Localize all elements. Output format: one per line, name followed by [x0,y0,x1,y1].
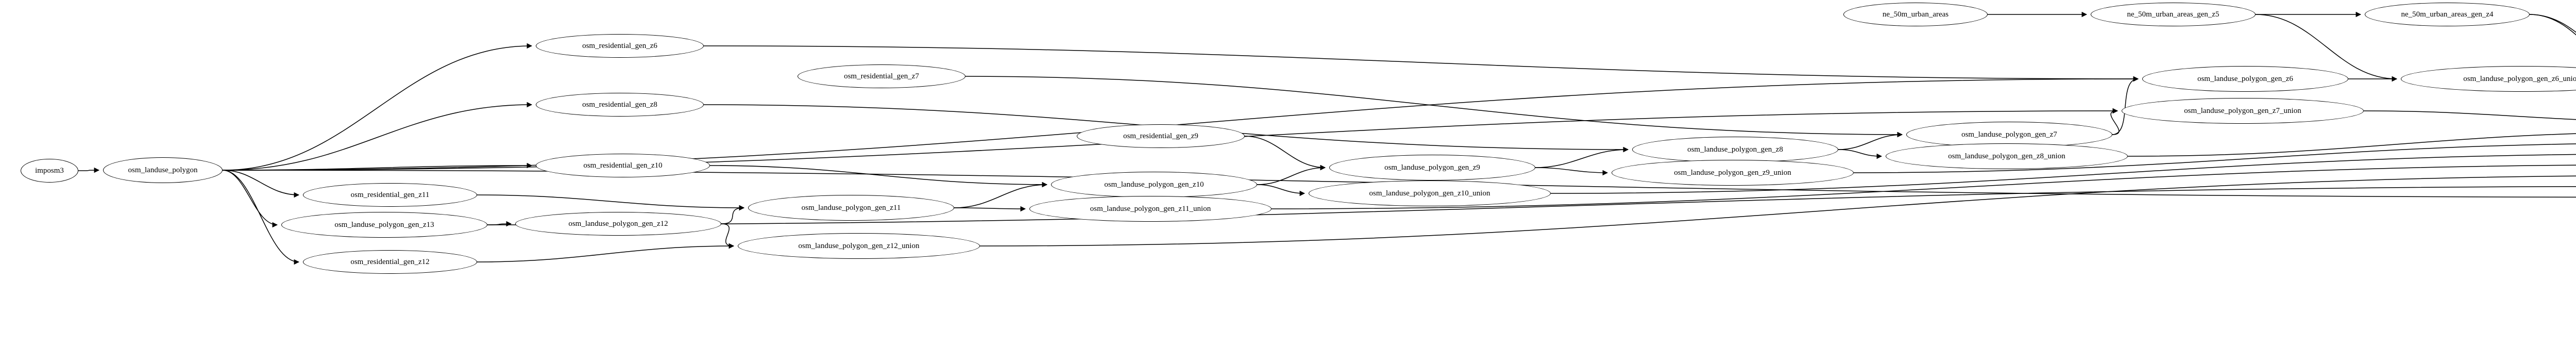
node-label: osm_landuse_polygon_gen_z13 [334,220,434,229]
graph-edge-osm_landuse_polygon_gen_z10_union-to-layer_landuse.z10 [1550,154,2576,194]
node-label: osm_residential_gen_z12 [350,257,430,266]
graph-edge-osm_landuse_polygon_gen_z7-to-osm_landuse_polygon_gen_z6 [2112,76,2139,135]
graph-node-osm_landuse_polygon_gen_z7_union[interactable]: osm_landuse_polygon_gen_z7_union [2122,98,2364,124]
graph-edge-osm_landuse_polygon_gen_z12-to-osm_landuse_polygon_gen_z11 [721,205,745,224]
graph-edge-osm_landuse_polygon_gen_z10-to-osm_landuse_polygon_gen_z9 [1257,164,1326,185]
node-label: osm_landuse_polygon_gen_z7_union [2184,106,2301,115]
graph-edge-osm_landuse_polygon_gen_z9-to-osm_landuse_polygon_gen_z8 [1535,146,1629,168]
graph-edge-osm_residential_gen_z7-to-osm_landuse_polygon_gen_z7 [965,76,1903,138]
graph-node-osm_landuse_polygon_gen_z11_union[interactable]: osm_landuse_polygon_gen_z11_union [1029,196,1272,222]
graph-edge-osm_residential_gen_z10-to-osm_landuse_polygon_gen_z10 [709,165,1048,188]
graph-edge-osm_landuse_polygon-to-osm_residential_gen_z8 [222,102,533,171]
node-label: osm_landuse_polygon_gen_z7 [1961,130,2057,139]
node-label: osm_landuse_polygon_gen_z10_union [1369,189,1490,198]
node-label: osm_residential_gen_z7 [844,72,919,80]
graph-node-osm_landuse_polygon_gen_z10_union[interactable]: osm_landuse_polygon_gen_z10_union [1309,180,1551,206]
graph-edge-osm_landuse_polygon_gen_z8-to-osm_landuse_polygon_gen_z8_union [1838,149,1883,159]
graph-edge-osm_residential_gen_z6-to-osm_landuse_polygon_gen_z6 [703,45,2139,82]
node-label: osm_landuse_polygon_gen_z8 [1687,145,1783,154]
graph-edge-osm_landuse_polygon-to-osm_residential_gen_z11 [222,170,300,198]
graph-edge-osm_landuse_polygon_gen_z13-to-layer_landuse.z13 [487,186,2576,225]
graph-edge-osm_landuse_polygon_gen_z9-to-osm_landuse_polygon_gen_z9_union [1535,167,1608,176]
graph-edge-ne_50m_urban_areas_gen_z4-to-layer_landuse.z5 [2529,14,2576,36]
graph-edge-osm_landuse_polygon_gen_z11-to-osm_landuse_polygon_gen_z10 [954,182,1048,208]
graph-edge-osm_residential_gen_z9-to-osm_landuse_polygon_gen_z9 [1244,136,1326,171]
graph-edge-osm_landuse_polygon-to-osm_residential_gen_z6 [222,43,533,171]
node-label: ne_50m_urban_areas [1882,10,1949,19]
graph-edge-osm_landuse_polygon_gen_z12-to-osm_landuse_polygon_gen_z12_union [721,223,735,249]
graph-node-osm_residential_gen_z6[interactable]: osm_residential_gen_z6 [536,34,704,58]
graph-edge-osm_landuse_polygon_gen_z9_union-to-layer_landuse.z9 [1853,143,2576,173]
graph-edge-osm_landuse_polygon_gen_z7_union-to-layer_landuse.z7 [2363,110,2576,120]
node-label: osm_residential_gen_z10 [583,161,663,170]
graph-edge-osm_landuse_polygon_gen_z10-to-osm_landuse_polygon_gen_z10_union [1257,184,1306,196]
graph-node-osm_residential_gen_z7[interactable]: osm_residential_gen_z7 [798,64,965,88]
graph-node-ne_50m_urban_areas[interactable]: ne_50m_urban_areas [1843,3,1988,26]
graph-edge-osm_landuse_polygon_gen_z8-to-osm_landuse_polygon_gen_z7 [1838,131,1903,150]
node-label: osm_landuse_polygon_gen_z12_union [798,241,920,250]
graph-node-osm_landuse_polygon_gen_z8[interactable]: osm_landuse_polygon_gen_z8 [1632,137,1838,162]
node-label: osm_residential_gen_z9 [1123,131,1198,140]
graph-edge-osm_landuse_polygon_gen_z7-to-osm_landuse_polygon_gen_z7_union [2110,108,2120,135]
graph-node-osm_residential_gen_z12[interactable]: osm_residential_gen_z12 [303,250,477,274]
graph-node-imposm3[interactable]: imposm3 [21,159,78,183]
node-label: imposm3 [35,166,64,175]
graph-node-osm_residential_gen_z9[interactable]: osm_residential_gen_z9 [1077,124,1245,148]
graph-node-osm_residential_gen_z10[interactable]: osm_residential_gen_z10 [536,154,710,177]
node-label: osm_landuse_polygon_gen_z9 [1384,163,1480,172]
graph-edge-osm_landuse_polygon_gen_z11-to-osm_landuse_polygon_gen_z11_union [954,206,1026,212]
node-label: osm_landuse_polygon_gen_z10 [1104,180,1204,189]
graph-node-osm_landuse_polygon_gen_z6[interactable]: osm_landuse_polygon_gen_z6 [2142,66,2348,92]
graph-edge-osm_residential_gen_z12-to-osm_landuse_polygon_gen_z12_union [477,243,735,262]
graph-node-osm_landuse_polygon_gen_z12[interactable]: osm_landuse_polygon_gen_z12 [515,212,721,236]
node-label: osm_landuse_polygon_gen_z12 [568,219,668,228]
graph-edge-osm_landuse_polygon-to-osm_residential_gen_z12 [222,170,300,265]
graph-edge-ne_50m_urban_areas_gen_z4-to-layer_landuse.z4 [2529,14,2576,33]
graph-node-osm_landuse_polygon_gen_z11[interactable]: osm_landuse_polygon_gen_z11 [748,195,954,221]
node-label: osm_landuse_polygon_gen_z8_union [1948,152,2065,160]
node-label: osm_residential_gen_z6 [582,41,657,50]
graph-node-osm_residential_gen_z11[interactable]: osm_residential_gen_z11 [303,183,477,207]
graph-node-osm_landuse_polygon_gen_z13[interactable]: osm_landuse_polygon_gen_z13 [281,212,487,238]
node-label: osm_landuse_polygon_gen_z11 [801,203,901,212]
graph-edge-ne_50m_urban_areas_gen_z5-to-osm_landuse_polygon_gen_z6_union [2255,14,2398,82]
graph-edge-osm_landuse_polygon-to-osm_landuse_polygon_gen_z13 [222,170,278,228]
node-label: osm_landuse_polygon_gen_z6 [2197,74,2293,83]
node-label: osm_landuse_polygon_gen_z6_union [2463,74,2576,83]
node-label: osm_residential_gen_z11 [350,190,430,199]
graph-node-osm_landuse_polygon_gen_z10[interactable]: osm_landuse_polygon_gen_z10 [1051,172,1257,198]
node-label: ne_50m_urban_areas_gen_z5 [2127,10,2219,19]
graph-edge-osm_residential_gen_z11-to-osm_landuse_polygon_gen_z11 [477,194,745,211]
graph-node-osm_landuse_polygon_gen_z9[interactable]: osm_landuse_polygon_gen_z9 [1329,155,1535,180]
graph-node-osm_residential_gen_z8[interactable]: osm_residential_gen_z8 [536,93,704,117]
node-label: osm_residential_gen_z8 [582,100,657,109]
graph-node-osm_landuse_polygon_gen_z7[interactable]: osm_landuse_polygon_gen_z7 [1906,122,2112,147]
graph-node-osm_landuse_polygon[interactable]: osm_landuse_polygon [103,157,223,183]
graph-edge-osm_landuse_polygon_gen_z8_union-to-layer_landuse.z8 [2127,133,2576,157]
graph-node-ne_50m_urban_areas_gen_z4[interactable]: ne_50m_urban_areas_gen_z4 [2365,3,2530,26]
node-label: ne_50m_urban_areas_gen_z4 [2401,10,2494,19]
graph-node-osm_landuse_polygon_gen_z8_union[interactable]: osm_landuse_polygon_gen_z8_union [1886,143,2128,169]
node-label: osm_landuse_polygon [128,166,198,174]
graph-node-osm_landuse_polygon_gen_z9_union[interactable]: osm_landuse_polygon_gen_z9_union [1612,160,1854,186]
graph-node-ne_50m_urban_areas_gen_z5[interactable]: ne_50m_urban_areas_gen_z5 [2091,3,2256,26]
graph-node-osm_landuse_polygon_gen_z12_union[interactable]: osm_landuse_polygon_gen_z12_union [738,233,980,259]
graph-edge-osm_landuse_polygon_gen_z12_union-to-layer_landuse.z12 [979,175,2576,246]
node-label: osm_landuse_polygon_gen_z9_union [1674,168,1791,177]
node-label: osm_landuse_polygon_gen_z11_union [1090,204,1211,213]
graph-edge-osm_landuse_polygon_gen_z11_union-to-layer_landuse.z11 [1271,164,2576,209]
graph-edge-imposm3-to-osm_landuse_polygon [78,167,100,173]
